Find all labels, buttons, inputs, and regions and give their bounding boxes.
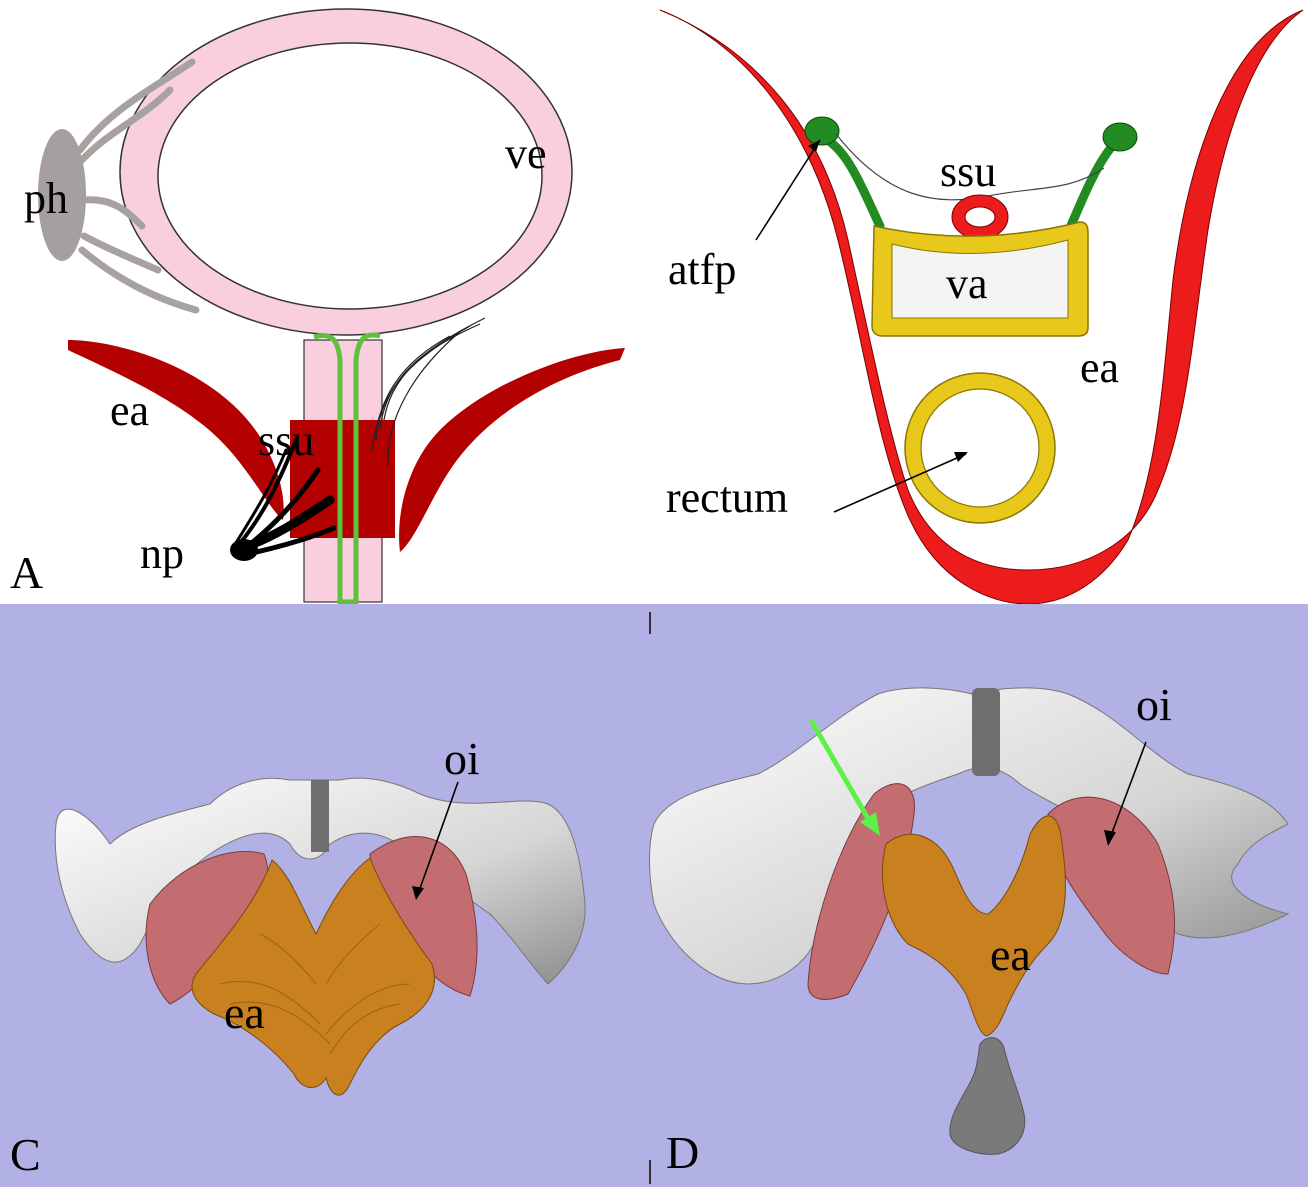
panel-d-3d-render: oi ea D	[648, 604, 1308, 1187]
label-ssu-b: ssu	[940, 147, 996, 196]
panel-b-coronal-diagram: ssu atfp va ea rectum	[648, 0, 1316, 604]
pubic-symphysis-c	[311, 780, 329, 852]
panel-letter-a: A	[10, 547, 43, 598]
panel-letter-c: C	[10, 1129, 41, 1180]
levator-ani-d	[882, 816, 1065, 1036]
label-ve: ve	[505, 129, 547, 178]
urethra-lumen	[965, 207, 995, 227]
label-oi-c: oi	[444, 733, 480, 784]
panel-c-3d-render: oi ea C	[0, 604, 648, 1187]
label-ph: ph	[24, 174, 68, 223]
label-atfp: atfp	[668, 245, 736, 294]
arrow-atfp	[756, 140, 820, 240]
bladder-lumen	[158, 43, 542, 309]
coccyx-d	[950, 1038, 1025, 1155]
nerve-root	[230, 539, 258, 561]
label-ea-c: ea	[224, 987, 265, 1038]
panel-letter-d: D	[666, 1127, 699, 1178]
panel-b-svg: ssu atfp va ea rectum	[648, 0, 1316, 604]
label-np: np	[140, 529, 184, 578]
panel-a-sagittal-diagram: ph ve ea ssu np A	[0, 0, 648, 604]
endopelvic-fascia-right	[1070, 142, 1116, 228]
levator-ani-left	[68, 340, 284, 520]
levator-ani-right	[399, 348, 625, 552]
label-oi-d: oi	[1136, 679, 1172, 730]
panel-c-svg: oi ea C	[0, 604, 648, 1187]
pubic-symphysis-d	[972, 688, 1000, 776]
right-border	[1308, 604, 1316, 1187]
panel-d-svg: oi ea D	[648, 604, 1308, 1187]
label-ea-d: ea	[990, 929, 1031, 980]
label-ea-b: ea	[1080, 343, 1119, 392]
atfp-node-left	[805, 117, 839, 145]
rectum-lumen	[921, 389, 1039, 507]
label-ea: ea	[110, 386, 149, 435]
label-va: va	[946, 259, 988, 308]
label-rectum: rectum	[666, 473, 788, 522]
panel-a-svg: ph ve ea ssu np A	[0, 0, 648, 604]
atfp-node-right	[1103, 123, 1137, 151]
label-ssu: ssu	[258, 416, 314, 465]
